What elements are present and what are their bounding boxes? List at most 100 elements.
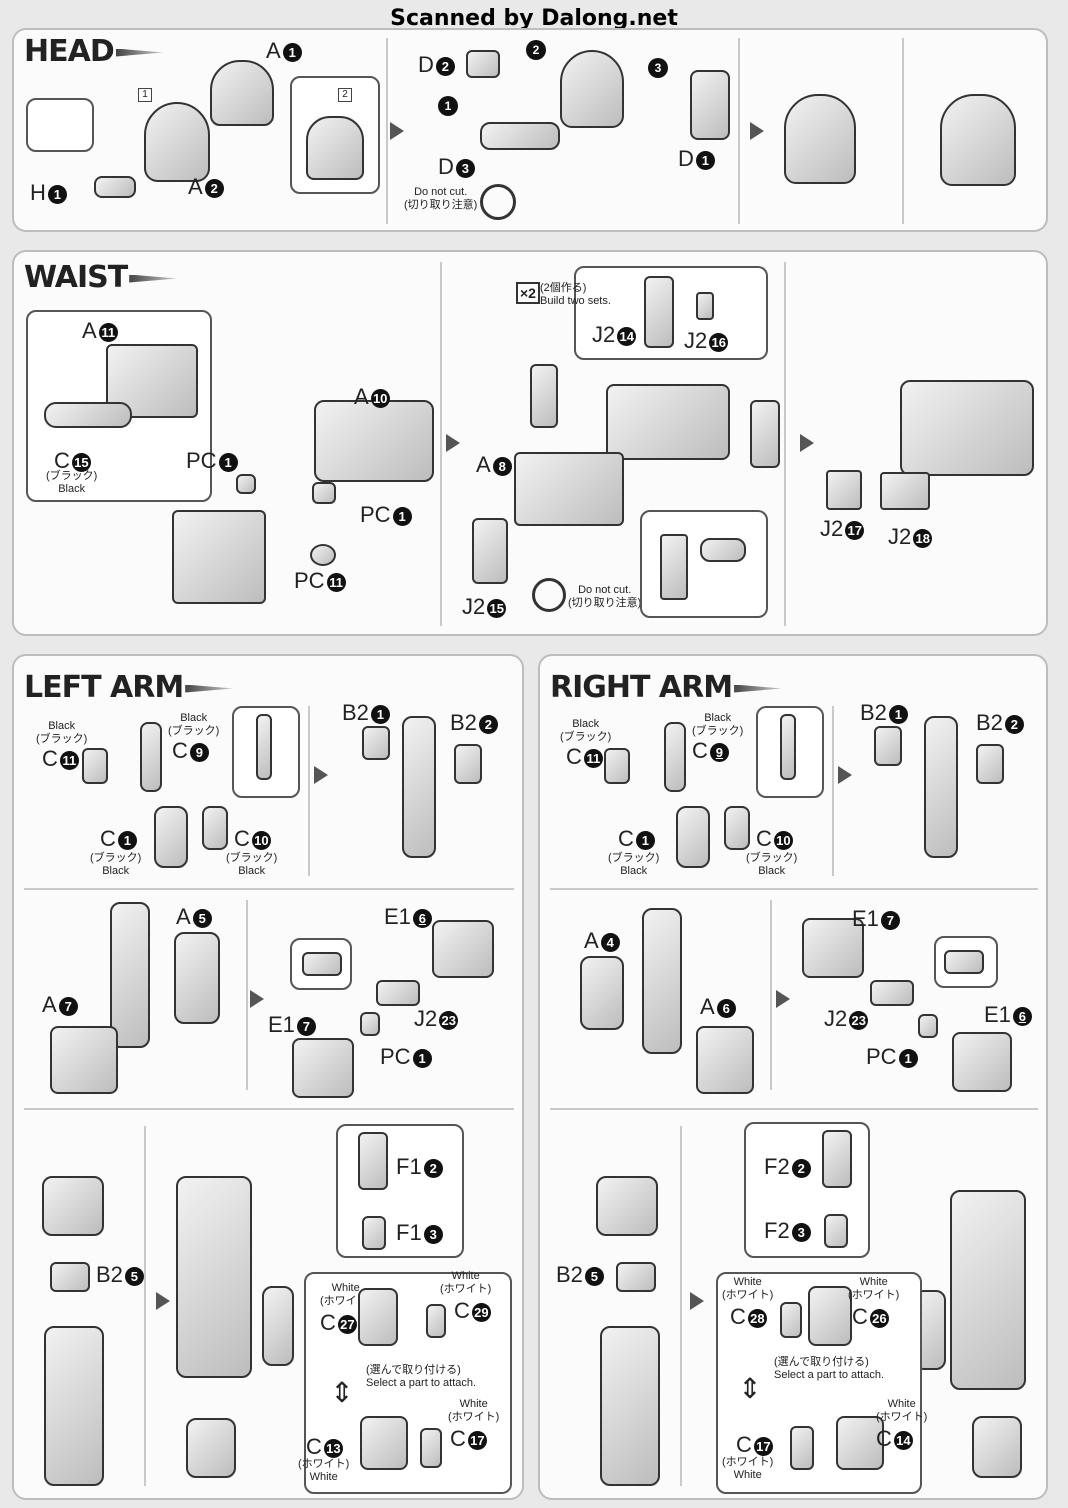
c14-part — [836, 1416, 884, 1470]
c15-part — [44, 402, 132, 428]
step-arrow — [250, 990, 264, 1008]
right-arm-title: RIGHT ARM — [550, 670, 783, 705]
c13-part — [360, 1416, 408, 1470]
j2-23-part — [376, 980, 420, 1006]
step-arrow — [156, 1292, 170, 1310]
e17-part — [802, 918, 864, 978]
divider — [550, 1108, 1038, 1110]
a8-part — [514, 452, 624, 526]
option-1-badge: 1 — [138, 88, 152, 102]
select-icon: ⇕ — [738, 1373, 762, 1404]
divider — [440, 262, 442, 626]
divider — [832, 706, 834, 876]
detail-part — [700, 538, 746, 562]
a4-part — [580, 956, 624, 1030]
step-arrow — [446, 434, 460, 452]
c14-color: White(ホワイト) — [876, 1398, 928, 1423]
pc-part — [236, 474, 256, 494]
hand-base — [972, 1416, 1022, 1478]
arm-assembly — [950, 1190, 1026, 1390]
head-title: HEAD — [24, 34, 164, 69]
c11-color: Black(ブラック) — [560, 718, 612, 743]
callout-bubble — [26, 98, 94, 152]
j2-23-part — [870, 980, 914, 1006]
h1-part — [94, 176, 136, 198]
a10-part — [314, 400, 434, 482]
c1-part — [676, 806, 710, 868]
do-not-cut-note: Do not cut.(切り取り注意) — [568, 584, 642, 609]
f23-part — [824, 1214, 848, 1248]
shoulder-part — [42, 1176, 104, 1236]
divider — [784, 262, 786, 626]
arm-joint-part — [140, 722, 162, 792]
step-arrow — [690, 1292, 704, 1310]
c15-color-note: (ブラック)Black — [46, 470, 98, 495]
c29-color: White(ホワイト) — [440, 1270, 492, 1295]
step-arrow — [800, 434, 814, 452]
j2-14-part — [644, 276, 674, 348]
c1-color: (ブラック)Black — [608, 852, 660, 877]
do-not-cut-note: Do not cut.(切り取り注意) — [404, 186, 478, 211]
arm-joint-part — [664, 722, 686, 792]
d2-part — [466, 50, 500, 78]
step-arrow — [314, 766, 328, 784]
c10-color: (ブラック)Black — [226, 852, 278, 877]
j2-17-part — [826, 470, 862, 510]
pc-part — [360, 1012, 380, 1036]
head-front-part — [144, 102, 210, 182]
head-back-part — [210, 60, 274, 126]
b22-part — [976, 744, 1004, 784]
c28-part — [780, 1302, 802, 1338]
side-armor-part — [750, 400, 780, 468]
e16-part — [952, 1032, 1012, 1092]
c1-color: (ブラック)Black — [90, 852, 142, 877]
select-note: (選んで取り付ける)Select a part to attach. — [774, 1356, 885, 1381]
select-icon: ⇕ — [330, 1377, 354, 1408]
c27-part — [358, 1288, 398, 1346]
c29-part — [426, 1304, 446, 1338]
step-arrow — [750, 122, 764, 140]
arm-assembly — [176, 1176, 252, 1378]
detail-part — [944, 950, 984, 974]
c28-color: White(ホワイト) — [722, 1276, 774, 1301]
waist-assembly — [606, 384, 730, 460]
c26-part — [808, 1286, 852, 1346]
hand-part — [262, 1286, 294, 1366]
step-1-marker: 1 — [438, 96, 458, 116]
f13-part — [362, 1216, 386, 1250]
a7-part — [50, 1026, 118, 1094]
c17-part — [420, 1428, 442, 1468]
hand-base — [186, 1418, 236, 1478]
f12-part — [358, 1132, 388, 1190]
divider — [770, 900, 772, 1090]
detail-part — [780, 714, 796, 780]
pc-part — [918, 1014, 938, 1038]
step-arrow — [390, 122, 404, 140]
